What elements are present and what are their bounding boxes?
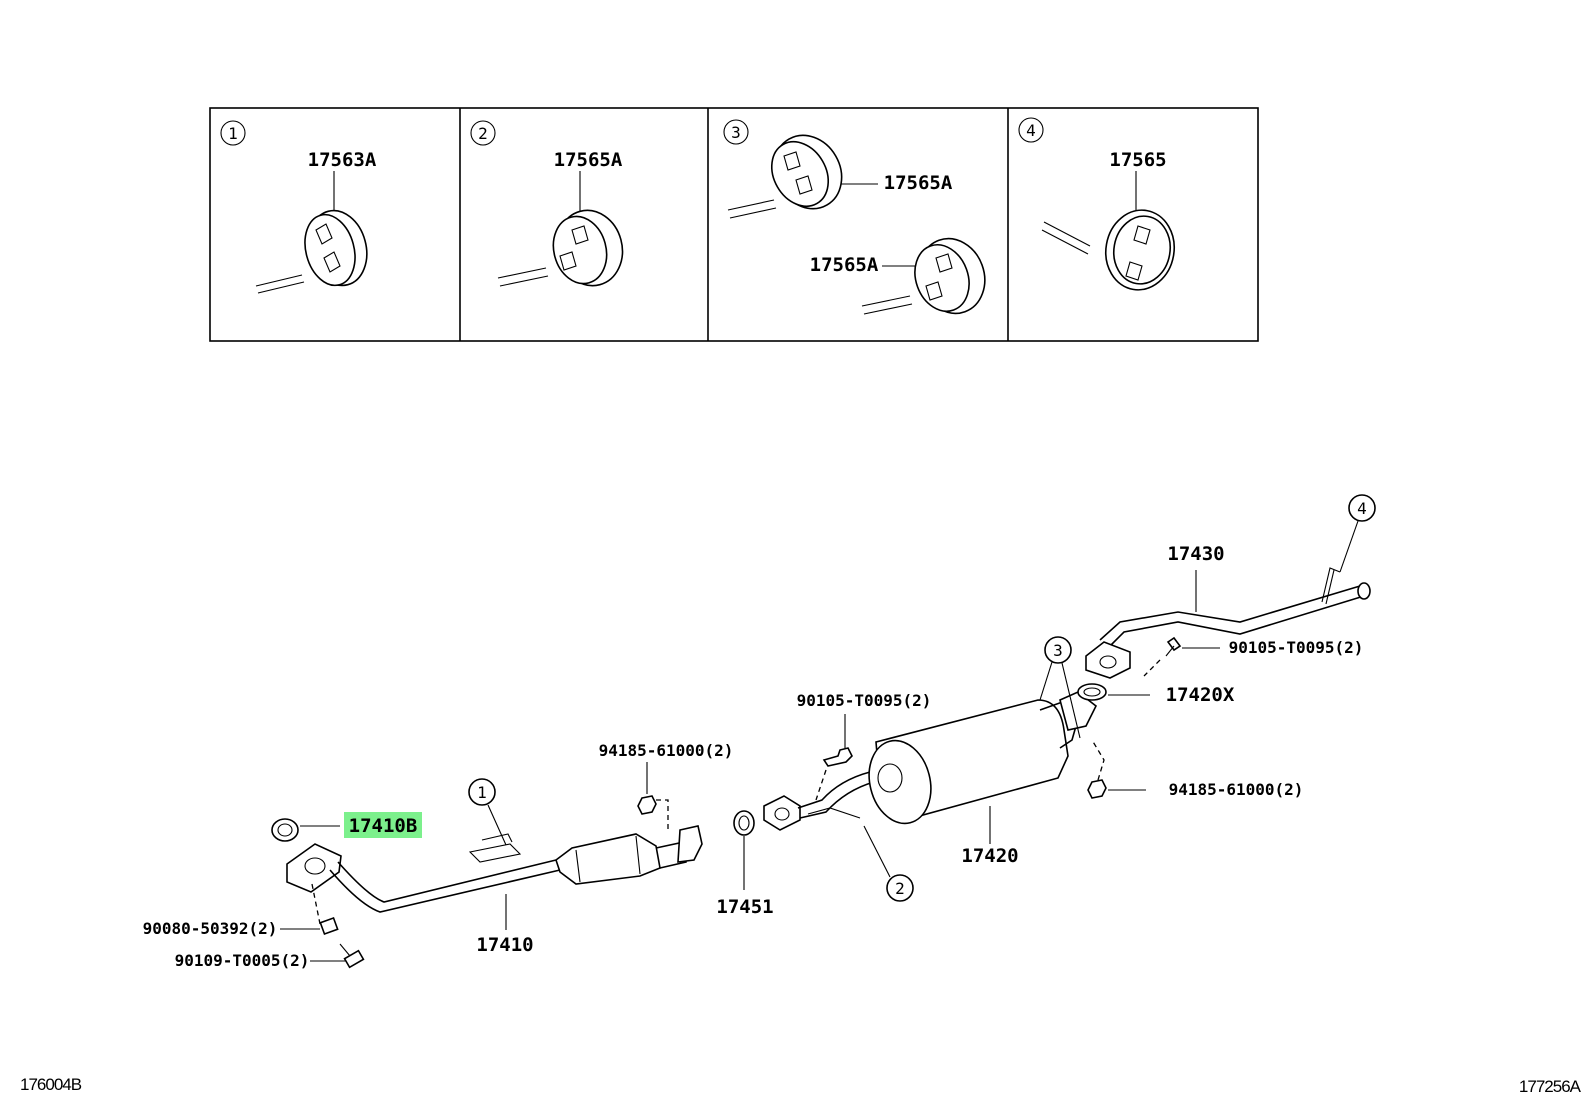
front-gasket-group: 17410B (271, 812, 422, 842)
tail-pipe-group: 17430 (1085, 543, 1371, 679)
part-label-90105-T0095-tail[interactable]: 90105-T0095(2) (1229, 638, 1364, 657)
center-bolt-group: 90105-T0095(2) (797, 691, 932, 801)
part-label-90109-T0005[interactable]: 90109-T0005(2) (175, 951, 310, 970)
part-label-17451[interactable]: 17451 (716, 896, 773, 918)
inset-4: 4 17565 (1018, 117, 1175, 291)
part-label[interactable]: 17563A (308, 149, 377, 171)
gasket-17451-group: 17451 (716, 810, 774, 918)
part-label-17430[interactable]: 17430 (1167, 543, 1224, 565)
inset-2: 2 17565A (470, 120, 624, 287)
callout-number: 1 (477, 783, 487, 802)
flange-icon (1085, 641, 1131, 679)
front-bolts-group: 90080-50392(2) 90109-T0005(2) (143, 883, 365, 970)
rubber-hanger-icon (497, 209, 624, 287)
footer-left-code: 176004B (20, 1075, 82, 1094)
callout-number: 3 (1053, 641, 1063, 660)
part-label-17420X[interactable]: 17420X (1166, 684, 1235, 706)
rubber-hanger-icon (861, 237, 986, 315)
callout-2[interactable]: 2 (863, 825, 914, 902)
part-label-94185-61000-front[interactable]: 94185-61000(2) (599, 741, 734, 760)
part-label-17420[interactable]: 17420 (961, 845, 1018, 867)
part-label-90080-50392[interactable]: 90080-50392(2) (143, 919, 278, 938)
part-label[interactable]: 17565A (554, 149, 623, 171)
tail-nut-group: 94185-61000(2) (1087, 739, 1304, 799)
bolt-icon (319, 916, 339, 936)
bolt-icon (1166, 636, 1182, 652)
inset-panel: 1 17563A 2 17565A (209, 107, 1259, 342)
inset-number: 3 (731, 123, 741, 142)
center-muffler-group: 17420 (763, 691, 1098, 867)
inset-number: 1 (228, 124, 238, 143)
callout-1[interactable]: 1 (468, 778, 507, 846)
catalytic-converter-icon (555, 833, 661, 885)
gasket-ring-icon (271, 818, 299, 842)
flange-icon (763, 795, 801, 831)
part-label[interactable]: 17565A (884, 172, 953, 194)
callout-number: 2 (895, 879, 905, 898)
callout-3[interactable]: 3 (1039, 636, 1081, 739)
highlight-box (344, 812, 422, 838)
footer-right-code: 177256A (1519, 1077, 1582, 1096)
callout-4[interactable]: 4 (1339, 494, 1376, 573)
gasket-ring-icon (1077, 683, 1107, 701)
gasket-ring-icon (733, 810, 755, 836)
flange-icon (286, 843, 342, 893)
bolt-icon (822, 747, 853, 767)
inset-1: 1 17563A (220, 120, 377, 294)
part-label[interactable]: 17565 (1109, 149, 1166, 171)
nut-icon (637, 795, 657, 815)
callout-number: 4 (1357, 499, 1367, 518)
rubber-hanger-icon (1041, 209, 1175, 291)
tail-gasket-group: 17420X (1077, 683, 1235, 706)
inset-number: 4 (1026, 121, 1036, 140)
bolt-icon (343, 949, 365, 969)
front-nut-group: 94185-61000(2) (599, 741, 734, 830)
inset-3: 3 17565A 17565A (723, 119, 986, 315)
part-label-17410[interactable]: 17410 (476, 934, 533, 956)
part-label-90105-T0095-center[interactable]: 90105-T0095(2) (797, 691, 932, 710)
inset-number: 2 (478, 124, 488, 143)
rubber-hanger-icon (255, 209, 368, 294)
part-label-94185-61000-tail[interactable]: 94185-61000(2) (1169, 780, 1304, 799)
rubber-hanger-icon (727, 134, 843, 219)
tail-bolt-group: 90105-T0095(2) (1143, 636, 1364, 677)
part-label-17410B[interactable]: 17410B (349, 815, 418, 837)
part-label[interactable]: 17565A (810, 254, 879, 276)
nut-icon (1087, 779, 1107, 799)
front-pipe-group: 17410 (286, 825, 703, 956)
